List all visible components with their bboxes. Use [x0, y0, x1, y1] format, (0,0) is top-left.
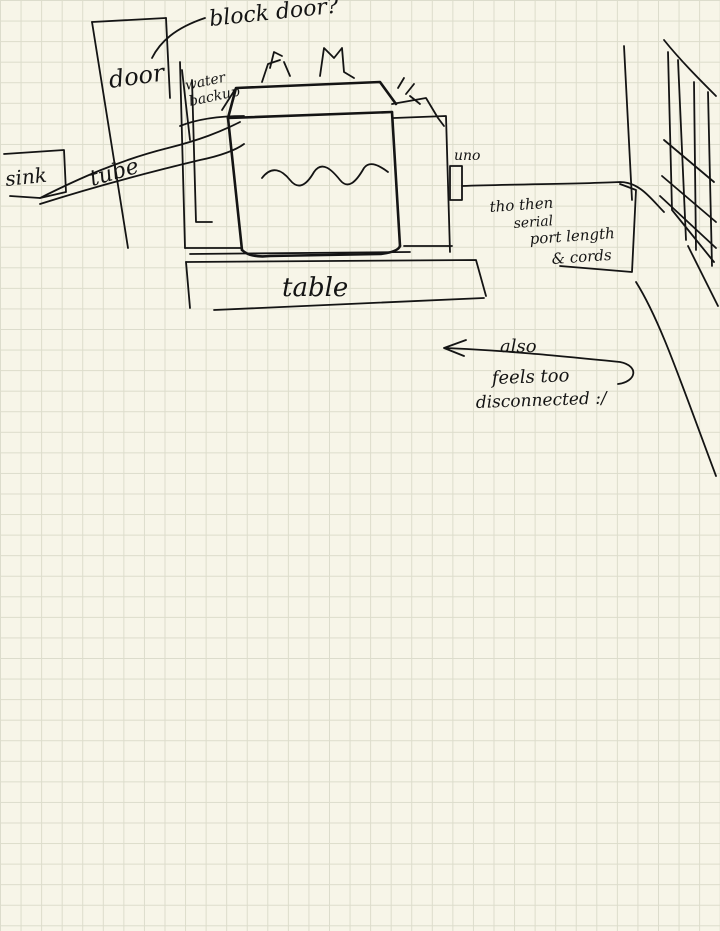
- also-line-2: feels too: [489, 365, 569, 389]
- lid-handle-left: [262, 52, 290, 82]
- also-line-3: disconnected :/: [475, 388, 609, 413]
- table-label: table: [282, 273, 348, 303]
- uno-board: [450, 166, 462, 200]
- block-door-label: block door?: [208, 0, 340, 32]
- sink-label: sink: [4, 163, 48, 191]
- door-outline: [92, 18, 170, 248]
- uno-label: uno: [454, 148, 480, 164]
- lid-handle-middle: [320, 48, 354, 78]
- right-side-sketch: [624, 40, 718, 476]
- note-line-1: tho then: [489, 194, 554, 216]
- tube-label: tube: [87, 154, 142, 192]
- water-wave: [262, 164, 388, 185]
- tank-body: [222, 82, 400, 256]
- tube: [40, 116, 244, 204]
- also-line-1: also: [500, 336, 537, 357]
- note-line-4: & cords: [551, 246, 612, 268]
- door-label: door: [107, 58, 168, 94]
- block-door-leader-line: [152, 18, 205, 58]
